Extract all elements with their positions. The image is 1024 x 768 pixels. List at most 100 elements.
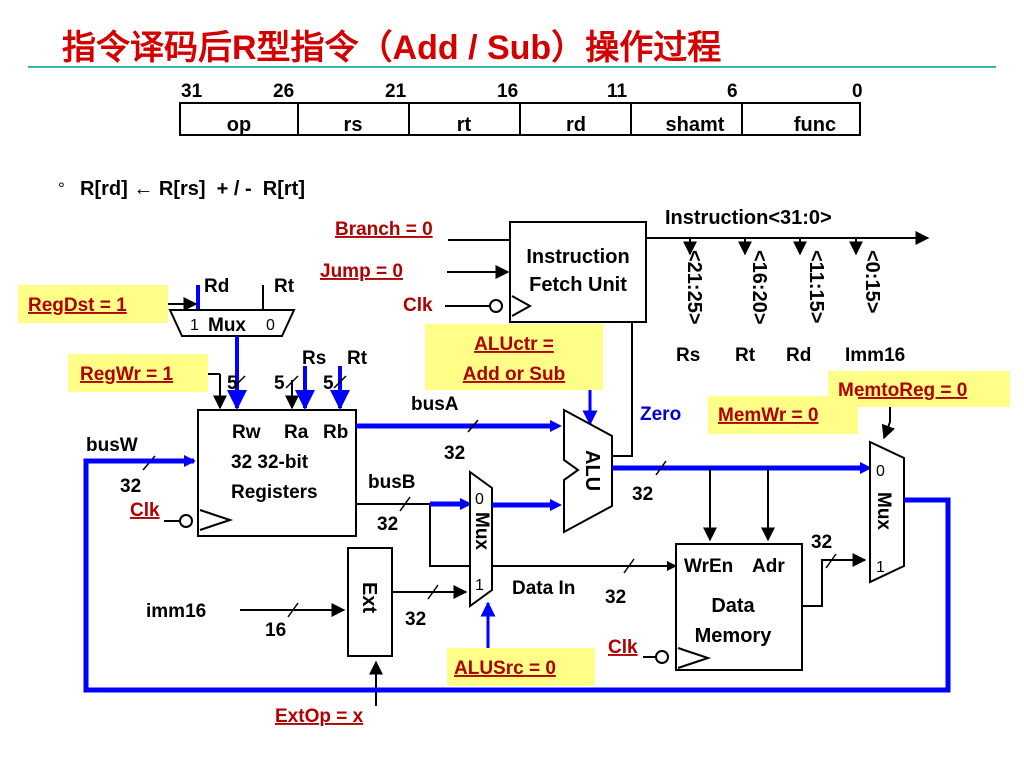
busa-label: busA bbox=[411, 394, 459, 415]
alu bbox=[563, 408, 613, 534]
page-title: 指令译码后R型指令（Add / Sub）操作过程 bbox=[62, 29, 722, 67]
bit-label: 16 bbox=[497, 81, 518, 102]
bit-label: 11 bbox=[607, 81, 628, 102]
regwr-highlight bbox=[68, 354, 208, 392]
alu-label: ALU bbox=[581, 450, 603, 491]
imm16-label: imm16 bbox=[146, 601, 206, 622]
reg-clk-label: Clk bbox=[130, 500, 160, 521]
signal-aluctr-line2: Add or Sub bbox=[463, 364, 565, 385]
signal-branch: Branch = 0 bbox=[335, 219, 433, 240]
alusrc-mux-label: Mux bbox=[471, 512, 492, 550]
dm-adr: Adr bbox=[752, 556, 785, 577]
rtl-bullet: ° bbox=[58, 179, 65, 198]
ifu-label-line2: Fetch Unit bbox=[529, 274, 627, 296]
reg-in-rs: Rs bbox=[302, 348, 326, 369]
ext-unit bbox=[347, 547, 393, 657]
width-5-ra: 5 bbox=[274, 373, 285, 394]
alu-width: 32 bbox=[632, 484, 653, 505]
signal-clk-ifu: Clk bbox=[403, 295, 433, 316]
regdst-highlight bbox=[18, 285, 168, 323]
alusrc-highlight bbox=[447, 648, 595, 686]
imm16-width: 16 bbox=[265, 620, 286, 641]
field-rt: rt bbox=[457, 114, 472, 136]
reg-in-rt: Rt bbox=[347, 348, 368, 369]
alusrc-mux-in1: 1 bbox=[475, 577, 484, 594]
signal-extop: ExtOp = x bbox=[275, 706, 364, 727]
signal-alusrc: ALUSrc = 0 bbox=[454, 658, 556, 679]
regdst-mux bbox=[168, 309, 296, 337]
out-rd: Rd bbox=[786, 345, 811, 366]
register-file bbox=[197, 409, 357, 537]
field-bits-11-15: <11:15> bbox=[805, 250, 827, 323]
aluctr-highlight bbox=[425, 324, 603, 390]
memtoreg-highlight bbox=[828, 371, 1010, 407]
mux-in-rd: Rd bbox=[204, 276, 229, 297]
busb-label: busB bbox=[368, 472, 416, 493]
bit-label: 21 bbox=[385, 81, 407, 102]
bit-label: 0 bbox=[852, 81, 863, 102]
dm-label-line2: Memory bbox=[695, 625, 773, 647]
signal-memtoreg: MemtoReg = 0 bbox=[838, 380, 967, 401]
reg-ra: Ra bbox=[284, 422, 309, 443]
width-5-rb: 5 bbox=[323, 373, 334, 394]
bit-label: 26 bbox=[273, 81, 294, 102]
reg-rw: Rw bbox=[232, 422, 261, 443]
field-rd: rd bbox=[566, 114, 586, 136]
busa-width: 32 bbox=[444, 443, 465, 464]
out-rs: Rs bbox=[676, 345, 700, 366]
reg-rb: Rb bbox=[323, 422, 348, 443]
ext-width: 32 bbox=[405, 609, 426, 630]
signal-regdst: RegDst = 1 bbox=[28, 295, 127, 316]
memtoreg-mux-in0: 0 bbox=[876, 463, 885, 480]
memtoreg-mux-label: Mux bbox=[873, 492, 894, 530]
dm-clk-label: Clk bbox=[608, 637, 638, 658]
bit-label: 31 bbox=[181, 81, 203, 102]
instruction-format: 31 26 21 16 11 6 0 op rs rt rd shamt fun… bbox=[179, 81, 863, 136]
signal-regwr: RegWr = 1 bbox=[80, 364, 174, 385]
dm-wren: WrEn bbox=[684, 556, 733, 577]
memtoreg-mux-in1: 1 bbox=[876, 559, 885, 576]
field-op: op bbox=[227, 114, 251, 136]
dm-label-line1: Data bbox=[711, 595, 755, 617]
zero-wire bbox=[612, 322, 633, 457]
busw-width: 32 bbox=[120, 476, 141, 497]
reg-clock-icon bbox=[199, 509, 234, 531]
signal-jump: Jump = 0 bbox=[320, 261, 403, 282]
dm-out-width: 32 bbox=[811, 532, 832, 553]
field-shamt: shamt bbox=[666, 114, 725, 136]
reg-label-line2: Registers bbox=[231, 482, 318, 503]
rtl-statement: R[rd] ← R[rs] + / - R[rt] bbox=[80, 178, 305, 200]
data-in-width: 32 bbox=[605, 587, 626, 608]
ext-label: Ext bbox=[358, 582, 380, 613]
regdst-mux-label: Mux bbox=[208, 315, 246, 336]
ifu-clock-icon bbox=[511, 295, 533, 317]
alusrc-mux-in0: 0 bbox=[475, 491, 484, 508]
bit-label: 6 bbox=[727, 81, 738, 102]
mux-in-rt: Rt bbox=[274, 276, 295, 297]
busb-width: 32 bbox=[377, 514, 398, 535]
field-bits-16-20: <16:20> bbox=[748, 250, 770, 325]
busb-wire bbox=[356, 503, 672, 567]
signal-aluctr-line1: ALUctr = bbox=[474, 334, 554, 355]
data-in-label: Data In bbox=[512, 578, 575, 599]
dm-clock-icon bbox=[677, 647, 712, 669]
memwr-highlight bbox=[708, 396, 858, 434]
out-rt: Rt bbox=[735, 345, 756, 366]
memtoreg-mux bbox=[869, 440, 905, 584]
regdst-mux-in0: 0 bbox=[266, 317, 275, 334]
regdst-mux-in1: 1 bbox=[190, 317, 199, 334]
busw-label: busW bbox=[86, 435, 138, 456]
title-divider bbox=[28, 66, 996, 68]
instruction-bus-label: Instruction<31:0> bbox=[665, 207, 832, 229]
field-bits-0-15: <0:15> bbox=[861, 250, 883, 313]
alusrc-mux bbox=[469, 470, 493, 608]
out-imm16: Imm16 bbox=[845, 345, 905, 366]
ifu-label-line1: Instruction bbox=[526, 246, 629, 268]
width-5-rw: 5 bbox=[227, 373, 238, 394]
dm-out-wire bbox=[802, 553, 867, 607]
signal-memwr: MemWr = 0 bbox=[718, 405, 819, 426]
reg-label-line1: 32 32-bit bbox=[231, 452, 309, 473]
field-rs: rs bbox=[344, 114, 363, 136]
field-func: func bbox=[794, 114, 836, 136]
